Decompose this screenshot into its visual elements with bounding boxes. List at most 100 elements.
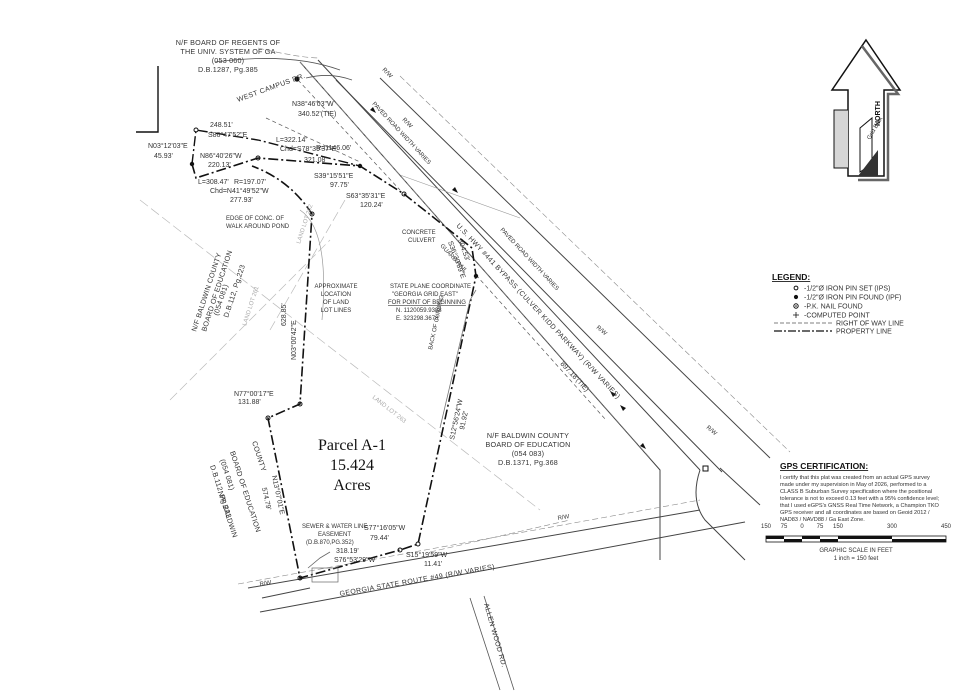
c17-bearing: S15°19'59"W bbox=[406, 551, 448, 559]
rw-label: R/W bbox=[401, 117, 414, 130]
scale-ratio: 1 inch = 150 feet bbox=[834, 556, 879, 562]
legend: LEGEND: -1/2"Ø IRON PIN SET (IPS) -1/2"Ø… bbox=[772, 272, 904, 336]
c4-dist: 45.93' bbox=[154, 153, 173, 160]
state-plane-line5: E. 323298.3678 bbox=[396, 316, 439, 322]
iron-pin-set-icon bbox=[297, 575, 303, 581]
scale-tick: 75 bbox=[817, 524, 824, 530]
regents-owner-line1: N/F BOARD OF REGENTS OF bbox=[176, 38, 281, 47]
gps-line: made under my supervision in May of 2026… bbox=[780, 482, 927, 488]
gps-line: tolerance is not to exceed 0.13 feet wit… bbox=[780, 496, 940, 502]
state-plane-line4: N. 1120059.9388 bbox=[396, 308, 442, 314]
iron-pin-found-icon bbox=[294, 76, 300, 82]
baldwin-left2-line2: COUNTY bbox=[250, 440, 268, 473]
legend-item-property: PROPERTY LINE bbox=[836, 329, 892, 336]
land-lot-lines bbox=[139, 199, 541, 511]
state-plane-line3: FOR POINT OF BEGINNING bbox=[388, 300, 466, 306]
c7-curve-r: R=197.07' bbox=[234, 179, 266, 186]
iron-pin-set-icon bbox=[793, 285, 799, 291]
allen-wood-label: ALLEN WOOD RD. bbox=[482, 603, 507, 669]
c3-curve-l: L=322.14' bbox=[276, 137, 307, 144]
iron-pin-set-icon bbox=[193, 127, 199, 133]
iron-pin-set-icon bbox=[397, 547, 403, 553]
north-label: NORTH bbox=[875, 101, 882, 126]
iron-pin-set-icon bbox=[309, 211, 315, 217]
c6-bearing: S39°15'51"E bbox=[314, 172, 354, 180]
c1-bearing: N38°46'03"W bbox=[292, 100, 334, 108]
easement-box bbox=[311, 567, 339, 583]
legend-item-pk: -P.K. NAIL FOUND bbox=[804, 304, 863, 311]
graphic-scale: 150 75 0 75 150 300 450 GRAPHIC SCALE IN… bbox=[761, 524, 952, 562]
state-plane-line1: STATE PLANE COORDINATE bbox=[390, 284, 471, 290]
georgia-route-49 bbox=[247, 509, 746, 613]
c7-chd: Chd=N41°49'52"W bbox=[210, 187, 269, 195]
scale-title: GRAPHIC SCALE IN FEET bbox=[819, 548, 893, 554]
gps-line: I certify that this plat was created fro… bbox=[780, 475, 930, 481]
land-lot-label-1: LAND LOT 261 bbox=[242, 285, 261, 326]
c13-dist: 91.92' bbox=[459, 411, 470, 431]
legend-item-rw: RIGHT OF WAY LINE bbox=[836, 321, 904, 328]
scale-tick: 150 bbox=[833, 524, 844, 530]
sewer-line1: SEWER & WATER LINE bbox=[302, 524, 367, 530]
c8-bearing: S63°35'31"E bbox=[346, 192, 386, 200]
rw-label: R/W bbox=[381, 67, 394, 80]
rw-label: R/W bbox=[557, 514, 570, 522]
c8-dist: 120.24' bbox=[360, 202, 383, 209]
c1-dist: 340.52'(TIE) bbox=[298, 111, 336, 118]
c10-bearing: N03°00'42"E bbox=[290, 320, 298, 360]
c5-bearing: N86°40'26"W bbox=[200, 152, 242, 160]
culvert-line1: CONCRETE bbox=[402, 230, 436, 236]
computed-point-icon bbox=[702, 465, 709, 472]
scale-tick: 300 bbox=[887, 524, 898, 530]
iron-pin-set-icon bbox=[265, 415, 271, 421]
iron-pin-found-icon bbox=[189, 161, 195, 167]
c6-dist: 97.75' bbox=[330, 182, 349, 189]
gps-line: CLASS B Suburban Survey specification wh… bbox=[780, 489, 932, 495]
scale-tick: 0 bbox=[800, 524, 804, 530]
baldwin-right-line3: (054 083) bbox=[512, 449, 545, 458]
survey-pins bbox=[189, 76, 709, 581]
c14-dist: 574.79' bbox=[260, 487, 272, 511]
legend-item-computed: -COMPUTED POINT bbox=[804, 313, 870, 320]
legend-item-ipf: -1/2"Ø IRON PIN FOUND (IPF) bbox=[804, 295, 901, 302]
parcel-boundary bbox=[191, 157, 477, 580]
back-of-curbing-line bbox=[439, 289, 477, 429]
regents-owner-line3: (053 060) bbox=[212, 56, 245, 65]
regents-owner-line4: D.B.1287, Pg.385 bbox=[198, 65, 258, 74]
approx-loc-line2: LOCATION bbox=[321, 292, 351, 298]
edge-pond-line2: WALK AROUND POND bbox=[226, 224, 290, 230]
c3-chd-dist: 321.08' bbox=[304, 157, 327, 164]
iron-pin-set-icon bbox=[297, 401, 303, 407]
c17-dist: 11.41' bbox=[424, 561, 442, 568]
legend-title: LEGEND: bbox=[772, 272, 810, 282]
gps-line: GPS receiver and all coordinates are bas… bbox=[780, 510, 930, 516]
legend-item-ips: -1/2"Ø IRON PIN SET (IPS) bbox=[804, 286, 890, 293]
rw-lines bbox=[257, 47, 791, 459]
iron-pin-found-icon bbox=[473, 273, 479, 279]
c7-chd-dist: 277.93' bbox=[230, 197, 253, 204]
west-campus-drive bbox=[214, 58, 341, 71]
iron-pin-set-icon bbox=[415, 541, 421, 547]
computed-point-icon bbox=[793, 312, 799, 318]
c2-dist: 248.51' bbox=[210, 122, 233, 129]
land-lot-label-3: LAND LOT 263 bbox=[371, 395, 407, 425]
sewer-line2: EASEMENT bbox=[318, 532, 351, 538]
rw-label: R/W bbox=[259, 580, 272, 588]
parcel-unit: Acres bbox=[333, 477, 370, 494]
iron-pin-found-icon bbox=[357, 163, 363, 169]
allen-wood-road bbox=[469, 597, 501, 691]
iron-pin-found-icon bbox=[793, 294, 799, 300]
pk-nail-icon bbox=[793, 303, 799, 309]
approx-loc-line3: OF LAND bbox=[323, 300, 350, 306]
tie-lines bbox=[265, 79, 607, 421]
c4-bearing: N03°12'03"E bbox=[148, 142, 188, 150]
rw-label: R/W bbox=[595, 325, 608, 337]
c3-chd: Chd=S78°39'37"E bbox=[280, 145, 337, 153]
iron-pin-set-icon bbox=[255, 155, 261, 161]
north-arrow: NORTH Grid East bbox=[830, 38, 902, 182]
c7-curve-l: L=308.47' bbox=[198, 179, 229, 186]
traffic-arrows bbox=[370, 107, 646, 449]
paved-road-label-1: PAVED ROAD WIDTH VARIES bbox=[371, 101, 432, 166]
gps-certification: GPS CERTIFICATION: I certify that this p… bbox=[780, 461, 940, 523]
baldwin-right-line4: D.B.1371, Pg.368 bbox=[498, 458, 558, 467]
